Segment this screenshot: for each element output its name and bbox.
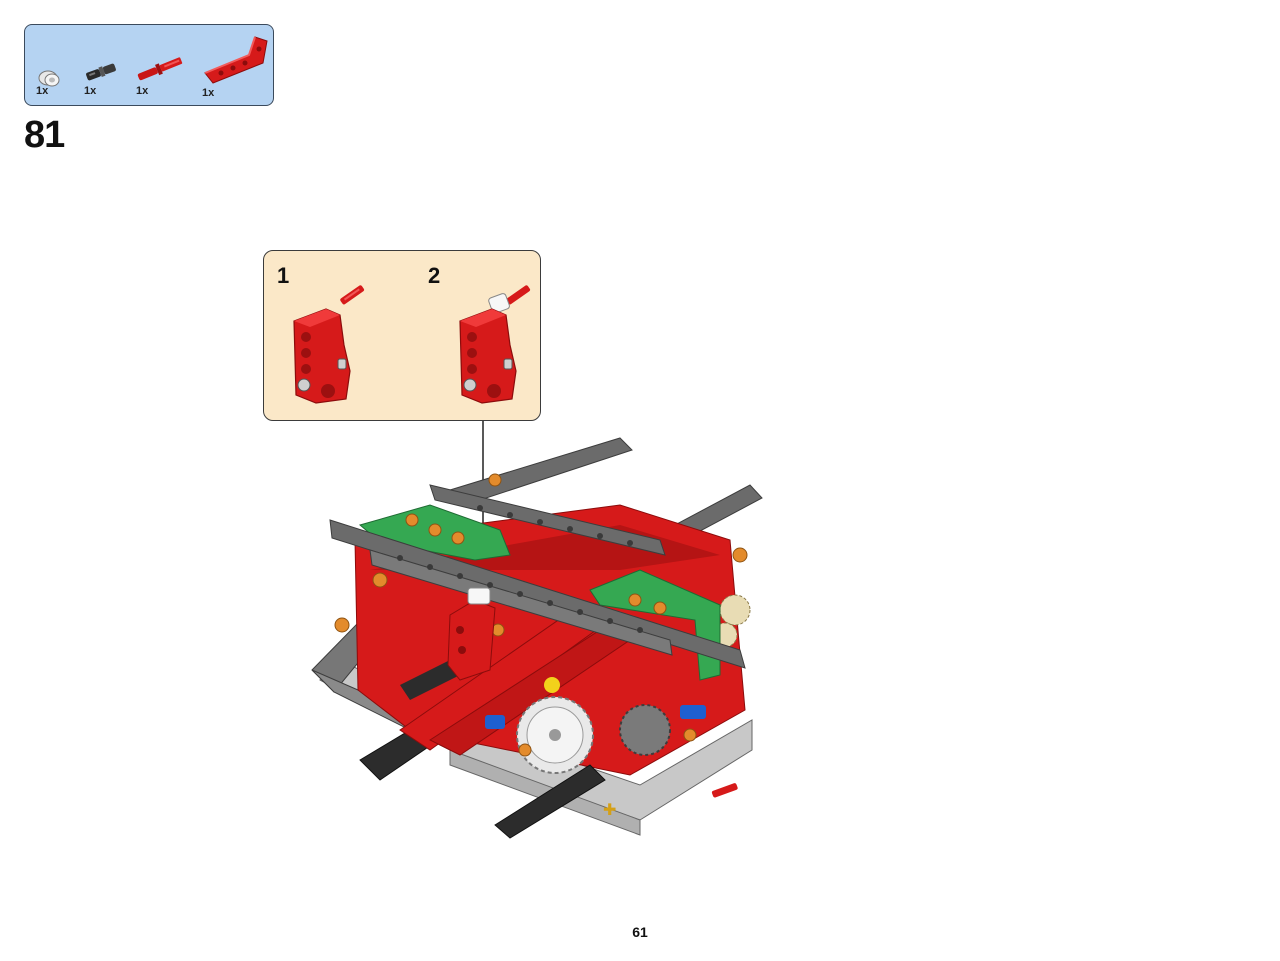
part-connector-peg: 1x: [83, 61, 123, 105]
part-qty: 1x: [36, 85, 49, 97]
angled-beam-icon: [204, 36, 268, 84]
parts-list-panel: 1x 1x 1x: [24, 24, 274, 106]
bush-icon: [38, 70, 60, 87]
substep-number: 2: [428, 263, 441, 288]
part-qty: 1x: [84, 85, 97, 97]
cross-axle-hole: ✚: [603, 800, 616, 819]
part-angled-beam: 1x: [201, 29, 271, 105]
substep-2-assembly-image: [459, 285, 531, 404]
main-model-image: ✚: [311, 437, 763, 839]
substep-callout: 1 2: [263, 250, 541, 421]
part-axle-pin: 1x: [135, 55, 187, 105]
substep-number: 1: [277, 263, 290, 288]
step-number: 81: [24, 114, 65, 156]
part-bush: 1x: [35, 63, 65, 105]
part-qty: 1x: [202, 87, 215, 99]
connector-peg-icon: [86, 63, 116, 81]
page-number: 61: [632, 924, 648, 940]
axle-pin-icon: [137, 57, 183, 81]
substep-1-assembly-image: [293, 285, 365, 404]
gear-large: [516, 696, 594, 774]
part-qty: 1x: [136, 85, 149, 97]
